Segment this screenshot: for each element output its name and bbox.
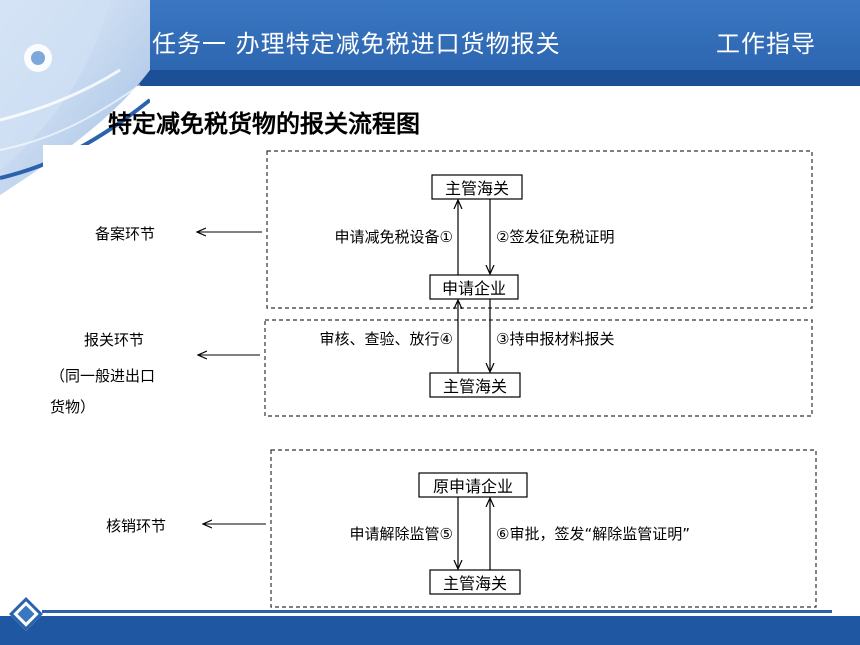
filing-customs-node-label: 主管海关 <box>445 179 509 198</box>
writeoff-stage-label: 核销环节 <box>106 517 166 535</box>
filing-up-label: 申请减免税设备① <box>335 228 453 246</box>
footer-bar <box>0 616 860 645</box>
declaration-stage-note-line2: 货物） <box>50 398 95 416</box>
writeoff-stage-box <box>270 449 817 608</box>
footer-line <box>42 610 832 613</box>
declaration-stage-box <box>264 319 813 417</box>
declaration-stage-note-line1: （同一般进出口 <box>50 367 155 385</box>
declaration-customs-node-label: 主管海关 <box>443 377 507 396</box>
page-title: 任务一 办理特定减免税进口货物报关 <box>152 30 561 58</box>
writeoff-left-label: 申请解除监管⑤ <box>350 525 453 543</box>
work-guide-label: 工作指导 <box>716 30 816 58</box>
filing-enterprise-node <box>429 274 519 300</box>
corner-decoration-graphic <box>0 0 150 195</box>
filing-enterprise-node-label: 申请企业 <box>442 279 506 298</box>
writeoff-customs-node <box>429 569 521 595</box>
filing-customs-node <box>431 174 523 200</box>
declaration-stage-label: 报关环节 <box>84 331 144 349</box>
declaration-up-label: 审核、查验、放行④ <box>320 330 453 348</box>
filing-stage-label: 备案环节 <box>95 225 155 243</box>
filing-stage-box <box>266 150 813 309</box>
writeoff-customs-node-label: 主管海关 <box>443 574 507 593</box>
writeoff-right-label: ⑥审批，签发“解除监管证明” <box>496 525 690 543</box>
diagram-title: 特定减免税货物的报关流程图 <box>108 110 420 138</box>
filing-down-label: ②签发征免税证明 <box>496 228 614 246</box>
writeoff-enterprise-node <box>418 472 528 498</box>
writeoff-enterprise-node-label: 原申请企业 <box>433 477 513 496</box>
header-band <box>0 70 860 86</box>
declaration-customs-node <box>429 372 521 398</box>
declaration-down-label: ③持申报材料报关 <box>496 330 614 348</box>
